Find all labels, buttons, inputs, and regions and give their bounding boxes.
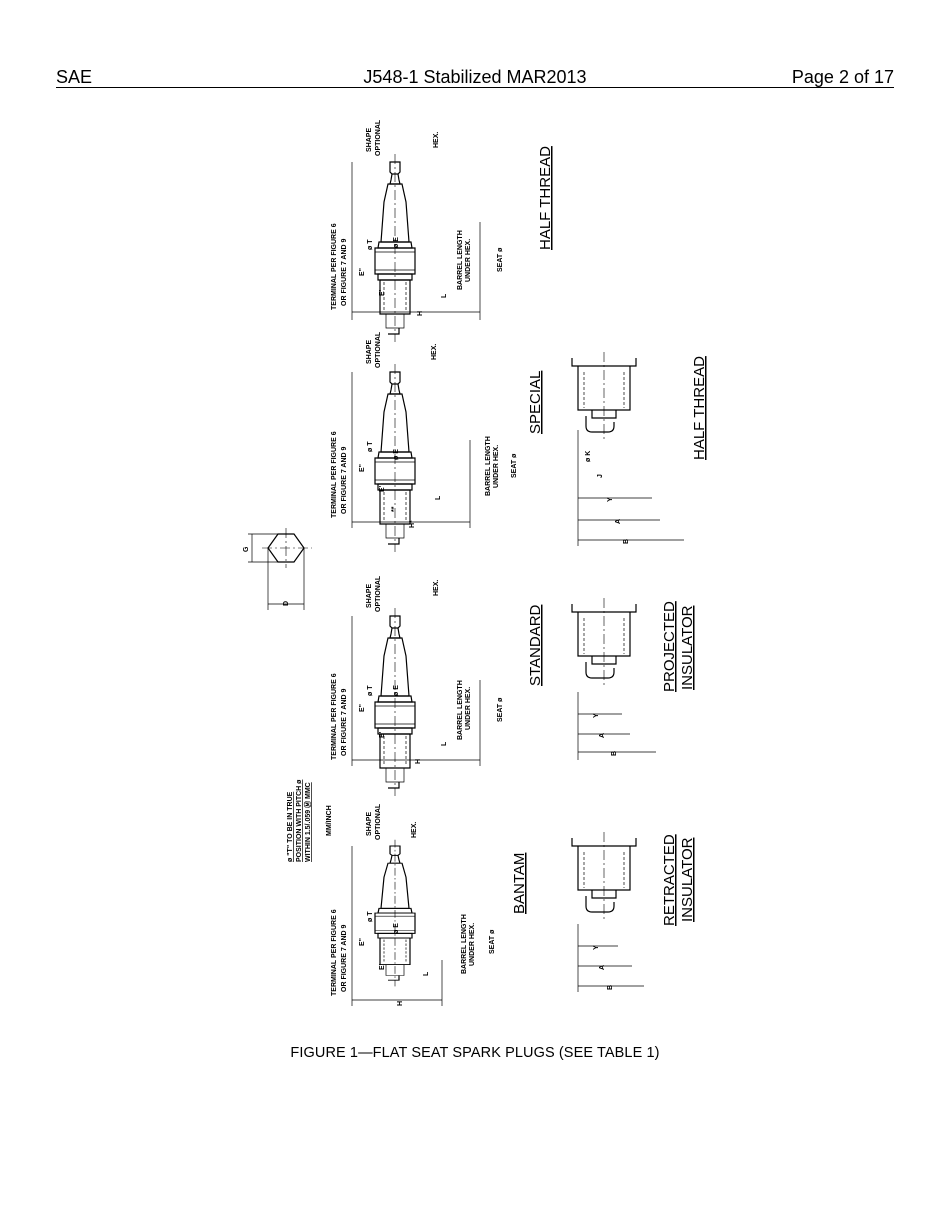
dim-e2-label: E": [359, 464, 366, 472]
shape-note-l1: SHAPE: [366, 128, 373, 152]
tip-title-l2: INSULATOR: [679, 605, 696, 690]
barrel-note-l1: BARREL LENGTH: [457, 680, 464, 740]
shape-note-l2: OPTIONAL: [375, 119, 382, 156]
seat-label: SEAT ø: [511, 453, 518, 478]
tip-title-l1: PROJECTED: [661, 601, 678, 692]
note-line-3: WITHIN 1.5/.059 Ⓜ MMC: [303, 782, 312, 862]
dim-t-label: ø T: [367, 441, 374, 452]
dim-d-label: D: [283, 601, 290, 606]
header-left: SAE: [56, 67, 93, 87]
dim-a-label: A: [615, 519, 622, 524]
terminal-note-l2: OR FIGURE 7 AND 9: [341, 446, 348, 514]
barrel-note-l1: BARREL LENGTH: [485, 436, 492, 496]
shape-note-l1: SHAPE: [366, 812, 373, 836]
barrel-note-l2: UNDER HEX.: [465, 239, 472, 282]
dim-j-label: J: [597, 474, 604, 478]
dim-e-label: ø E: [393, 449, 400, 460]
dim-e-label: ø E: [393, 685, 400, 696]
dim-h-label: H: [417, 311, 424, 316]
dim-a-label: A: [599, 733, 606, 738]
dim-y-label: Y: [593, 945, 600, 950]
dim-e-label: ø E: [393, 237, 400, 248]
dim-g-label: G: [243, 546, 250, 552]
terminal-note-l2: OR FIGURE 7 AND 9: [341, 238, 348, 306]
hex-end-view: G D: [243, 528, 312, 610]
barrel-note-l2: UNDER HEX.: [469, 923, 476, 966]
plug-view-special: H* ** TERMINAL PER FIGURE 6 OR FIGURE 7 …: [331, 331, 544, 553]
header-rule: [56, 87, 894, 88]
dim-h-label: H: [415, 759, 422, 764]
tip-title: HALF THREAD: [691, 356, 708, 460]
seat-label: SEAT ø: [489, 929, 496, 954]
tip-view-projected: B A Y PROJECTED INSULATOR: [571, 597, 696, 760]
dim-k-label: ø K: [585, 451, 592, 462]
barrel-note-l1: BARREL LENGTH: [457, 230, 464, 290]
terminal-note-l2: OR FIGURE 7 AND 9: [341, 688, 348, 756]
plug-view-standard: H TERMINAL PER FIGURE 6 OR FIGURE 7 AND …: [331, 575, 544, 797]
terminal-note-l1: TERMINAL PER FIGURE 6: [331, 909, 338, 996]
view-title: SPECIAL: [527, 371, 544, 434]
units-label: MM/INCH: [326, 805, 333, 836]
terminal-note-l1: TERMINAL PER FIGURE 6: [331, 431, 338, 518]
dim-e1-label: E': [379, 731, 386, 738]
dim-t-label: ø T: [367, 911, 374, 922]
barrel-note-l2: UNDER HEX.: [493, 445, 500, 488]
hex-label: HEX.: [411, 822, 418, 838]
shape-note-l1: SHAPE: [366, 340, 373, 364]
note-line-1: ø "T" TO BE IN TRUE: [287, 791, 294, 862]
plug-view-bantam: H TERMINAL PER FIGURE 6 OR FIGURE 7 AND …: [331, 803, 528, 1006]
dim-e-label: ø E: [393, 923, 400, 934]
shape-note-l2: OPTIONAL: [375, 575, 382, 612]
shape-note-l2: OPTIONAL: [375, 331, 382, 368]
hex-label: HEX.: [431, 344, 438, 360]
terminal-note-l2: OR FIGURE 7 AND 9: [341, 924, 348, 992]
note-line-2: POSITION WITH PITCH ø: [296, 779, 303, 862]
barrel-note-l1: BARREL LENGTH: [461, 914, 468, 974]
view-title: HALF THREAD: [537, 146, 554, 250]
dim-e2-label: E": [359, 938, 366, 946]
dim-b-label: B: [611, 751, 618, 756]
dim-t-label: ø T: [367, 685, 374, 696]
terminal-note-l1: TERMINAL PER FIGURE 6: [331, 673, 338, 760]
dim-t-label: ø T: [367, 239, 374, 250]
dim-l-label: L: [435, 495, 442, 500]
header-page-number: Page 2 of 17: [791, 67, 894, 87]
header-title: J548-1 Stabilized MAR2013: [363, 67, 587, 87]
dim-e2-label: E": [359, 704, 366, 712]
terminal-note-l1: TERMINAL PER FIGURE 6: [331, 223, 338, 310]
shape-note-l1: SHAPE: [366, 584, 373, 608]
dim-b-label: B: [607, 985, 614, 990]
tip-title-l1: RETRACTED: [661, 834, 678, 926]
dim-e1-label: E': [379, 289, 386, 296]
dim-b-label: B: [623, 539, 630, 544]
figure-caption: FIGURE 1—FLAT SEAT SPARK PLUGS (SEE TABL…: [290, 1045, 660, 1061]
dim-y-label: Y: [593, 713, 600, 718]
view-title: BANTAM: [511, 853, 528, 914]
plug-view-half-thread: H TERMINAL PER FIGURE 6 OR FIGURE 7 AND …: [331, 119, 554, 343]
hex-label: HEX.: [433, 580, 440, 596]
barrel-note-l2: UNDER HEX.: [465, 687, 472, 730]
seat-label: SEAT ø: [497, 247, 504, 272]
dim-e1-label: E': [379, 963, 386, 970]
hex-label: HEX.: [433, 132, 440, 148]
position-note: ø "T" TO BE IN TRUE POSITION WITH PITCH …: [287, 779, 333, 862]
dim-l-label: L: [423, 971, 430, 976]
dim-l-label: L: [441, 293, 448, 298]
dim-y-label: Y: [607, 497, 614, 502]
seat-label: SEAT ø: [497, 697, 504, 722]
dim-h-label: H: [397, 1001, 404, 1006]
tip-view-retracted: B A Y RETRACTED INSULATOR: [571, 831, 696, 992]
tip-title-l2: INSULATOR: [679, 837, 696, 922]
dim-extra-label: **: [391, 506, 398, 512]
tip-view-half-thread: B A Y ø K J HALF THREAD: [571, 351, 708, 546]
dim-a-label: A: [599, 965, 606, 970]
view-title: STANDARD: [527, 604, 544, 686]
dim-l-label: L: [441, 741, 448, 746]
dim-e2-label: E": [359, 268, 366, 276]
shape-note-l2: OPTIONAL: [375, 803, 382, 840]
dim-e1-label: E': [379, 485, 386, 492]
dim-h-label: H*: [409, 520, 416, 528]
